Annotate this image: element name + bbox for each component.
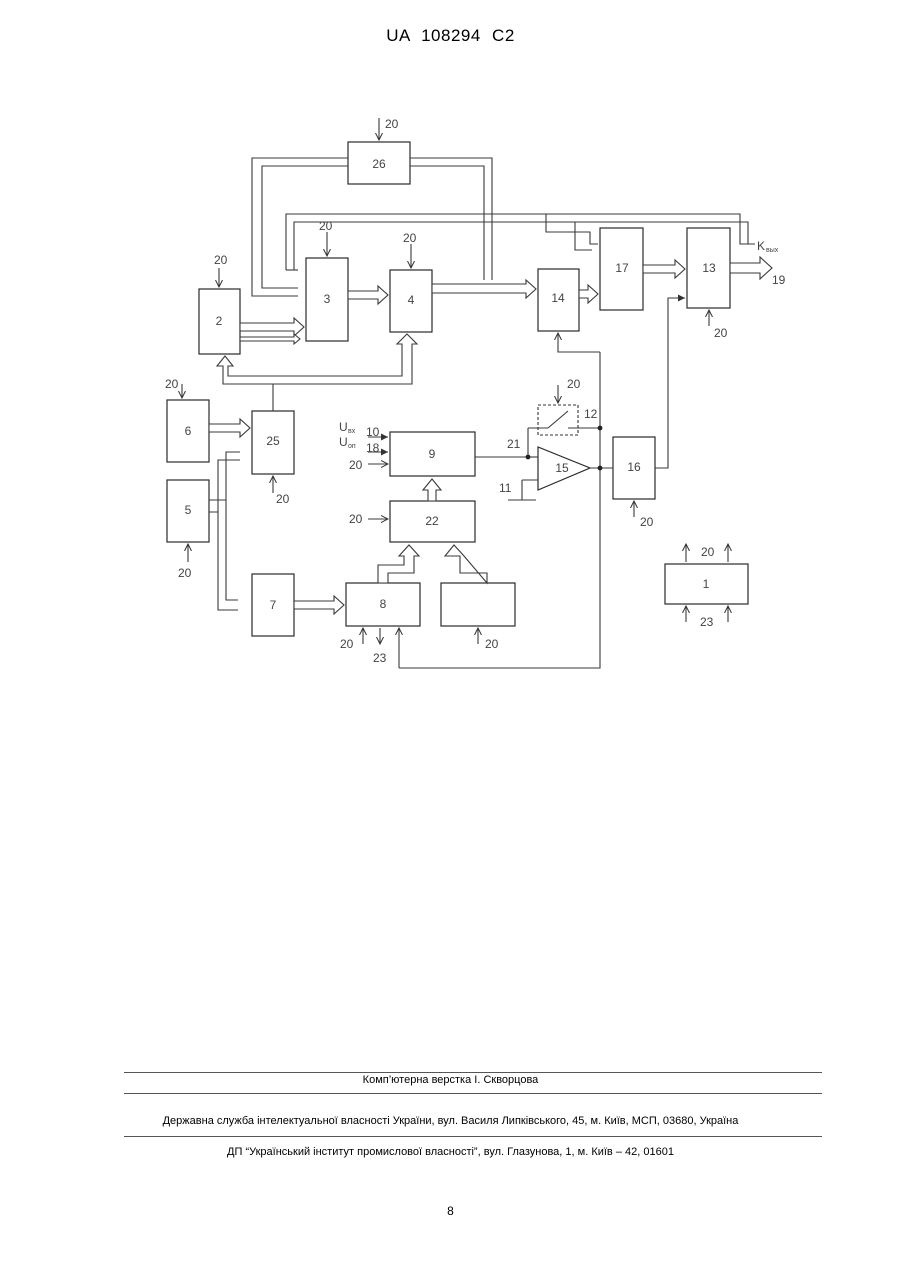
node-12-dot bbox=[598, 426, 603, 431]
block-9: 9 bbox=[390, 432, 475, 476]
svg-text:20: 20 bbox=[403, 231, 417, 245]
svg-text:20: 20 bbox=[349, 458, 363, 472]
block-16: 16 bbox=[613, 437, 655, 499]
svg-text:15: 15 bbox=[555, 461, 569, 475]
svg-text:20: 20 bbox=[340, 637, 354, 651]
footer-divider-3 bbox=[124, 1136, 822, 1137]
svg-text:4: 4 bbox=[408, 293, 415, 307]
svg-text:оп: оп bbox=[348, 443, 356, 450]
block-15-comparator: 15 bbox=[538, 447, 590, 490]
svg-text:19: 19 bbox=[772, 273, 786, 287]
node-15-out-dot bbox=[598, 466, 603, 471]
svg-text:12: 12 bbox=[584, 407, 598, 421]
svg-text:20: 20 bbox=[385, 117, 399, 131]
svg-text:17: 17 bbox=[615, 261, 629, 275]
svg-text:2: 2 bbox=[216, 314, 223, 328]
block-8: 8 bbox=[346, 583, 420, 626]
block-14: 14 bbox=[538, 269, 579, 331]
svg-text:20: 20 bbox=[640, 515, 654, 529]
svg-text:20: 20 bbox=[214, 253, 228, 267]
svg-text:22: 22 bbox=[425, 514, 439, 528]
svg-text:3: 3 bbox=[324, 292, 331, 306]
svg-text:7: 7 bbox=[270, 598, 277, 612]
svg-text:20: 20 bbox=[567, 377, 581, 391]
block-1: 1 bbox=[665, 564, 748, 604]
node-21-dot bbox=[526, 455, 531, 460]
page-number: 8 bbox=[0, 1204, 901, 1218]
block-26 bbox=[441, 583, 515, 626]
block-3: 3 bbox=[306, 258, 348, 341]
svg-text:25: 25 bbox=[266, 434, 280, 448]
svg-text:14: 14 bbox=[551, 291, 565, 305]
block-5: 5 bbox=[167, 480, 209, 542]
footer-divider-1 bbox=[124, 1072, 822, 1073]
svg-text:18: 18 bbox=[366, 441, 380, 455]
svg-text:20: 20 bbox=[714, 326, 728, 340]
footer-institute-address: ДП “Український інститут промислової вла… bbox=[0, 1146, 901, 1158]
svg-text:6: 6 bbox=[185, 424, 192, 438]
svg-text:20: 20 bbox=[349, 512, 363, 526]
svg-text:20: 20 bbox=[701, 545, 715, 559]
block-6: 6 bbox=[167, 400, 209, 462]
block-2: 2 bbox=[199, 289, 240, 354]
block-22: 22 bbox=[390, 501, 475, 542]
block-7: 7 bbox=[252, 574, 294, 636]
block-25: 26 bbox=[348, 142, 410, 184]
svg-text:1: 1 bbox=[703, 577, 710, 591]
svg-text:10: 10 bbox=[366, 425, 380, 439]
svg-text:20: 20 bbox=[276, 492, 290, 506]
svg-text:5: 5 bbox=[185, 503, 192, 517]
block-24: 25 bbox=[252, 411, 294, 474]
svg-text:20: 20 bbox=[319, 219, 333, 233]
block-diagram: 26 2 3 4 14 17 13 6 25 5 7 9 bbox=[0, 0, 901, 720]
svg-text:23: 23 bbox=[373, 651, 387, 665]
svg-text:23: 23 bbox=[700, 615, 714, 629]
svg-text:9: 9 bbox=[429, 447, 436, 461]
svg-text:20: 20 bbox=[485, 637, 499, 651]
block-17: 17 bbox=[600, 228, 643, 310]
svg-text:20: 20 bbox=[178, 566, 192, 580]
footer-divider-2 bbox=[124, 1093, 822, 1094]
svg-text:U: U bbox=[339, 420, 348, 434]
svg-text:11: 11 bbox=[499, 481, 512, 495]
footer-service-address: Державна служба інтелектуальної власност… bbox=[0, 1115, 901, 1127]
footer-layout-credit: Комп’ютерна верстка І. Скворцова bbox=[0, 1074, 901, 1086]
svg-text:21: 21 bbox=[507, 437, 521, 451]
block-4: 4 bbox=[390, 270, 432, 332]
svg-text:U: U bbox=[339, 435, 348, 449]
block-13: 13 bbox=[687, 228, 730, 308]
svg-text:вх: вх bbox=[348, 428, 356, 435]
svg-text:20: 20 bbox=[165, 377, 179, 391]
svg-text:26: 26 bbox=[372, 157, 386, 171]
svg-text:K: K bbox=[757, 239, 765, 253]
svg-text:13: 13 bbox=[702, 261, 716, 275]
svg-text:вых: вых bbox=[766, 247, 779, 254]
svg-text:16: 16 bbox=[627, 460, 641, 474]
svg-text:8: 8 bbox=[380, 597, 387, 611]
